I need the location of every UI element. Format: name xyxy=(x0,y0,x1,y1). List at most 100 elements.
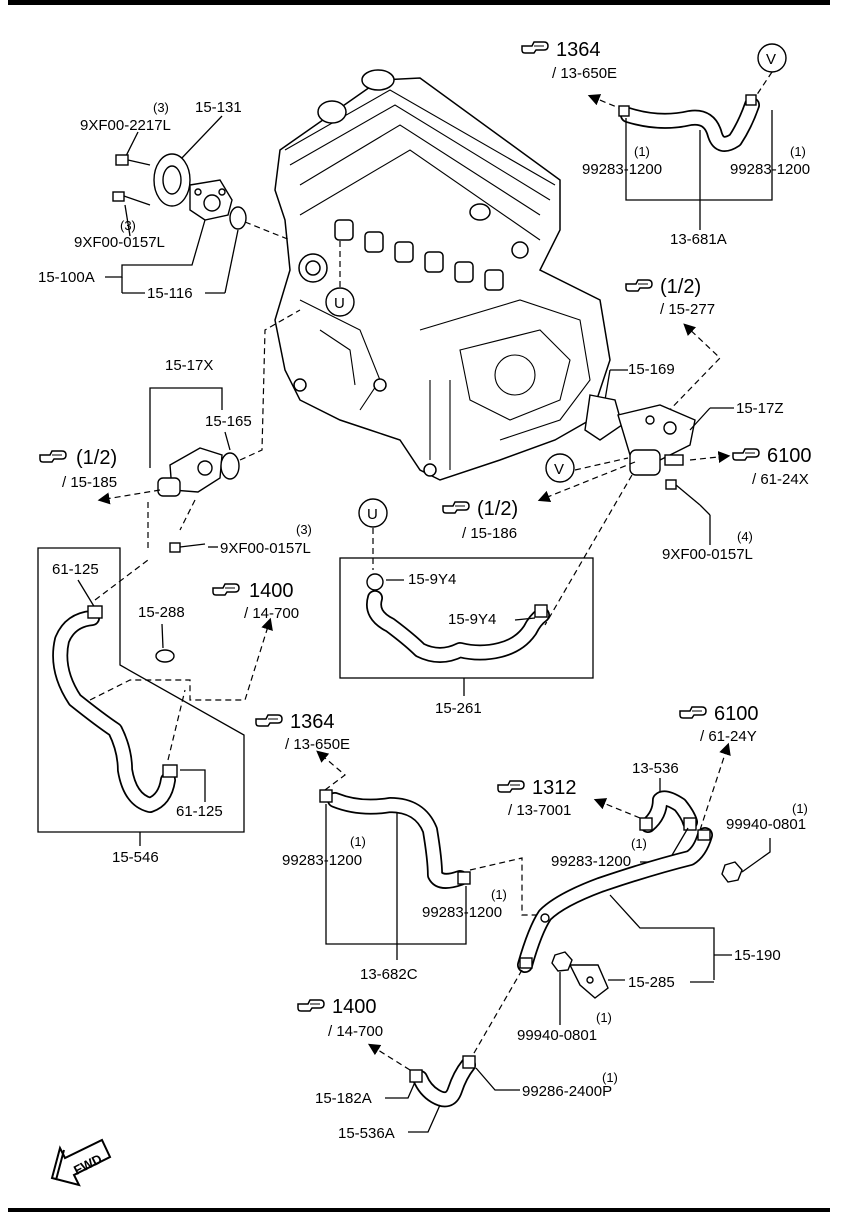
pointing-hand-icon xyxy=(521,41,549,54)
part-15-100A: 15-100A xyxy=(38,269,95,286)
ref-1364-mid-sub: / 13-650E xyxy=(285,736,350,753)
ref-1364-mid: 1364 xyxy=(290,711,335,733)
part-15-169: 15-169 xyxy=(628,361,675,378)
part-9XF00-2217L: 9XF00-2217L xyxy=(80,117,171,134)
thermostat-housing-15-17Z xyxy=(617,404,696,476)
qty-9XF00-2217L: (3) xyxy=(153,100,169,115)
part-61-125-a: 61-125 xyxy=(52,561,99,578)
part-9XF00-0157L-b: 9XF00-0157L xyxy=(662,546,753,563)
box-15-261 xyxy=(339,557,594,679)
gasket-15-116 xyxy=(229,206,247,230)
part-99283-1200-e: 99283-1200 xyxy=(551,853,631,870)
top-border xyxy=(8,0,830,5)
qty-99283-e: (1) xyxy=(631,836,647,851)
part-15-288: 15-288 xyxy=(138,604,185,621)
part-15-9Y4-a: 15-9Y4 xyxy=(408,571,456,588)
bracket-15-285 xyxy=(568,964,609,999)
part-15-261: 15-261 xyxy=(435,700,482,717)
nut-99940-0801-a xyxy=(721,861,743,883)
ref-6100-b: 6100 xyxy=(714,703,759,725)
ref-6100-a-sub: / 61-24X xyxy=(752,471,809,488)
qty-99286-2400P: (1) xyxy=(602,1070,618,1085)
nut-99940-0801-b xyxy=(551,951,573,972)
pointing-hand-icon xyxy=(212,583,240,596)
pointing-hand-icon xyxy=(679,706,707,719)
part-61-125-b: 61-125 xyxy=(176,803,223,820)
ref-1-2-277: (1/2) xyxy=(660,276,701,298)
pulley-15-131 xyxy=(153,153,191,207)
part-15-546: 15-546 xyxy=(112,849,159,866)
part-15-116: 15-116 xyxy=(147,285,193,302)
bottom-border xyxy=(8,1208,830,1212)
ref-1-2-277-sub: / 15-277 xyxy=(660,301,715,318)
qty-9XF00-0157L-c: (3) xyxy=(296,522,312,537)
part-9XF00-0157L-c: 9XF00-0157L xyxy=(220,540,311,557)
ref-1400-b: 1400 xyxy=(332,996,377,1018)
circle-u-engine xyxy=(325,287,355,317)
qty-9XF00-0157L-b: (4) xyxy=(737,529,753,544)
part-99940-0801-b: 99940-0801 xyxy=(517,1027,597,1044)
pointing-hand-icon xyxy=(255,714,283,727)
part-99286-2400P: 99286-2400P xyxy=(522,1083,612,1100)
part-15-131: 15-131 xyxy=(195,99,242,116)
box-15-546 xyxy=(37,547,245,833)
ref-1-2-185-sub: / 15-185 xyxy=(62,474,117,491)
hose-15-261 xyxy=(366,573,550,663)
ref-1-2-186: (1/2) xyxy=(477,498,518,520)
bolt-9XF00-0157L-b xyxy=(665,479,701,506)
gasket-15-165 xyxy=(220,452,240,480)
part-13-682C: 13-682C xyxy=(360,966,418,983)
circle-v-mid-label: V xyxy=(554,461,564,478)
circle-v-mid xyxy=(545,453,575,483)
engine-block xyxy=(274,69,611,481)
part-15-182A: 15-182A xyxy=(315,1090,372,1107)
part-99283-1200-d: 99283-1200 xyxy=(422,904,502,921)
qty-99283-c: (1) xyxy=(350,834,366,849)
ref-1364-top: 1364 xyxy=(556,39,601,61)
circle-u-box-label: U xyxy=(367,506,378,523)
pipe-15-190 xyxy=(517,827,713,973)
pointing-hand-icon xyxy=(297,999,325,1012)
pointing-hand-icon xyxy=(497,780,525,793)
pointing-hand-icon xyxy=(732,448,760,461)
fwd-arrow-icon: FWD xyxy=(50,1138,112,1187)
ref-1364-top-sub: / 13-650E xyxy=(552,65,617,82)
circle-v-top-label: V xyxy=(766,51,776,68)
part-99283-1200-a: 99283-1200 xyxy=(582,161,662,178)
ref-1312: 1312 xyxy=(532,777,577,799)
pointing-hand-icon xyxy=(39,450,67,463)
water-outlet-15-17X xyxy=(157,447,223,497)
part-13-536: 13-536 xyxy=(632,760,679,777)
part-15-190: 15-190 xyxy=(734,947,781,964)
circle-u-box xyxy=(358,498,388,528)
ref-1-2-185: (1/2) xyxy=(76,447,117,469)
ref-1312-sub: / 13-7001 xyxy=(508,802,571,819)
qty-99283-a: (1) xyxy=(634,144,650,159)
part-9XF00-0157L-a: 9XF00-0157L xyxy=(74,234,165,251)
ref-6100-a: 6100 xyxy=(767,445,812,467)
ref-6100-b-sub: / 61-24Y xyxy=(700,728,757,745)
water-pump-15-100A xyxy=(189,179,233,221)
pointing-hand-icon xyxy=(442,501,470,514)
hose-13-682C xyxy=(319,789,471,889)
part-99940-0801-a: 99940-0801 xyxy=(726,816,806,833)
ref-1400-a-sub: / 14-700 xyxy=(244,605,299,622)
qty-99940-0801-a: (1) xyxy=(792,801,808,816)
part-15-285: 15-285 xyxy=(628,974,675,991)
qty-99283-b: (1) xyxy=(790,144,806,159)
part-15-17Z: 15-17Z xyxy=(736,400,784,417)
part-13-681A: 13-681A xyxy=(670,231,727,248)
bolt-9XF00-0157L-a xyxy=(112,191,151,206)
part-15-165: 15-165 xyxy=(205,413,252,430)
ref-1-2-186-sub: / 15-186 xyxy=(462,525,517,542)
ref-1400-a: 1400 xyxy=(249,580,294,602)
part-99283-1200-b: 99283-1200 xyxy=(730,161,810,178)
bolt-9XF00-2217L xyxy=(115,154,151,166)
qty-99283-d: (1) xyxy=(491,887,507,902)
qty-99940-0801-b: (1) xyxy=(596,1010,612,1025)
hose-15-546 xyxy=(52,605,178,813)
part-99283-1200-c: 99283-1200 xyxy=(282,852,362,869)
bolt-9XF00-0157L-c xyxy=(169,542,206,553)
part-15-17X: 15-17X xyxy=(165,357,213,374)
